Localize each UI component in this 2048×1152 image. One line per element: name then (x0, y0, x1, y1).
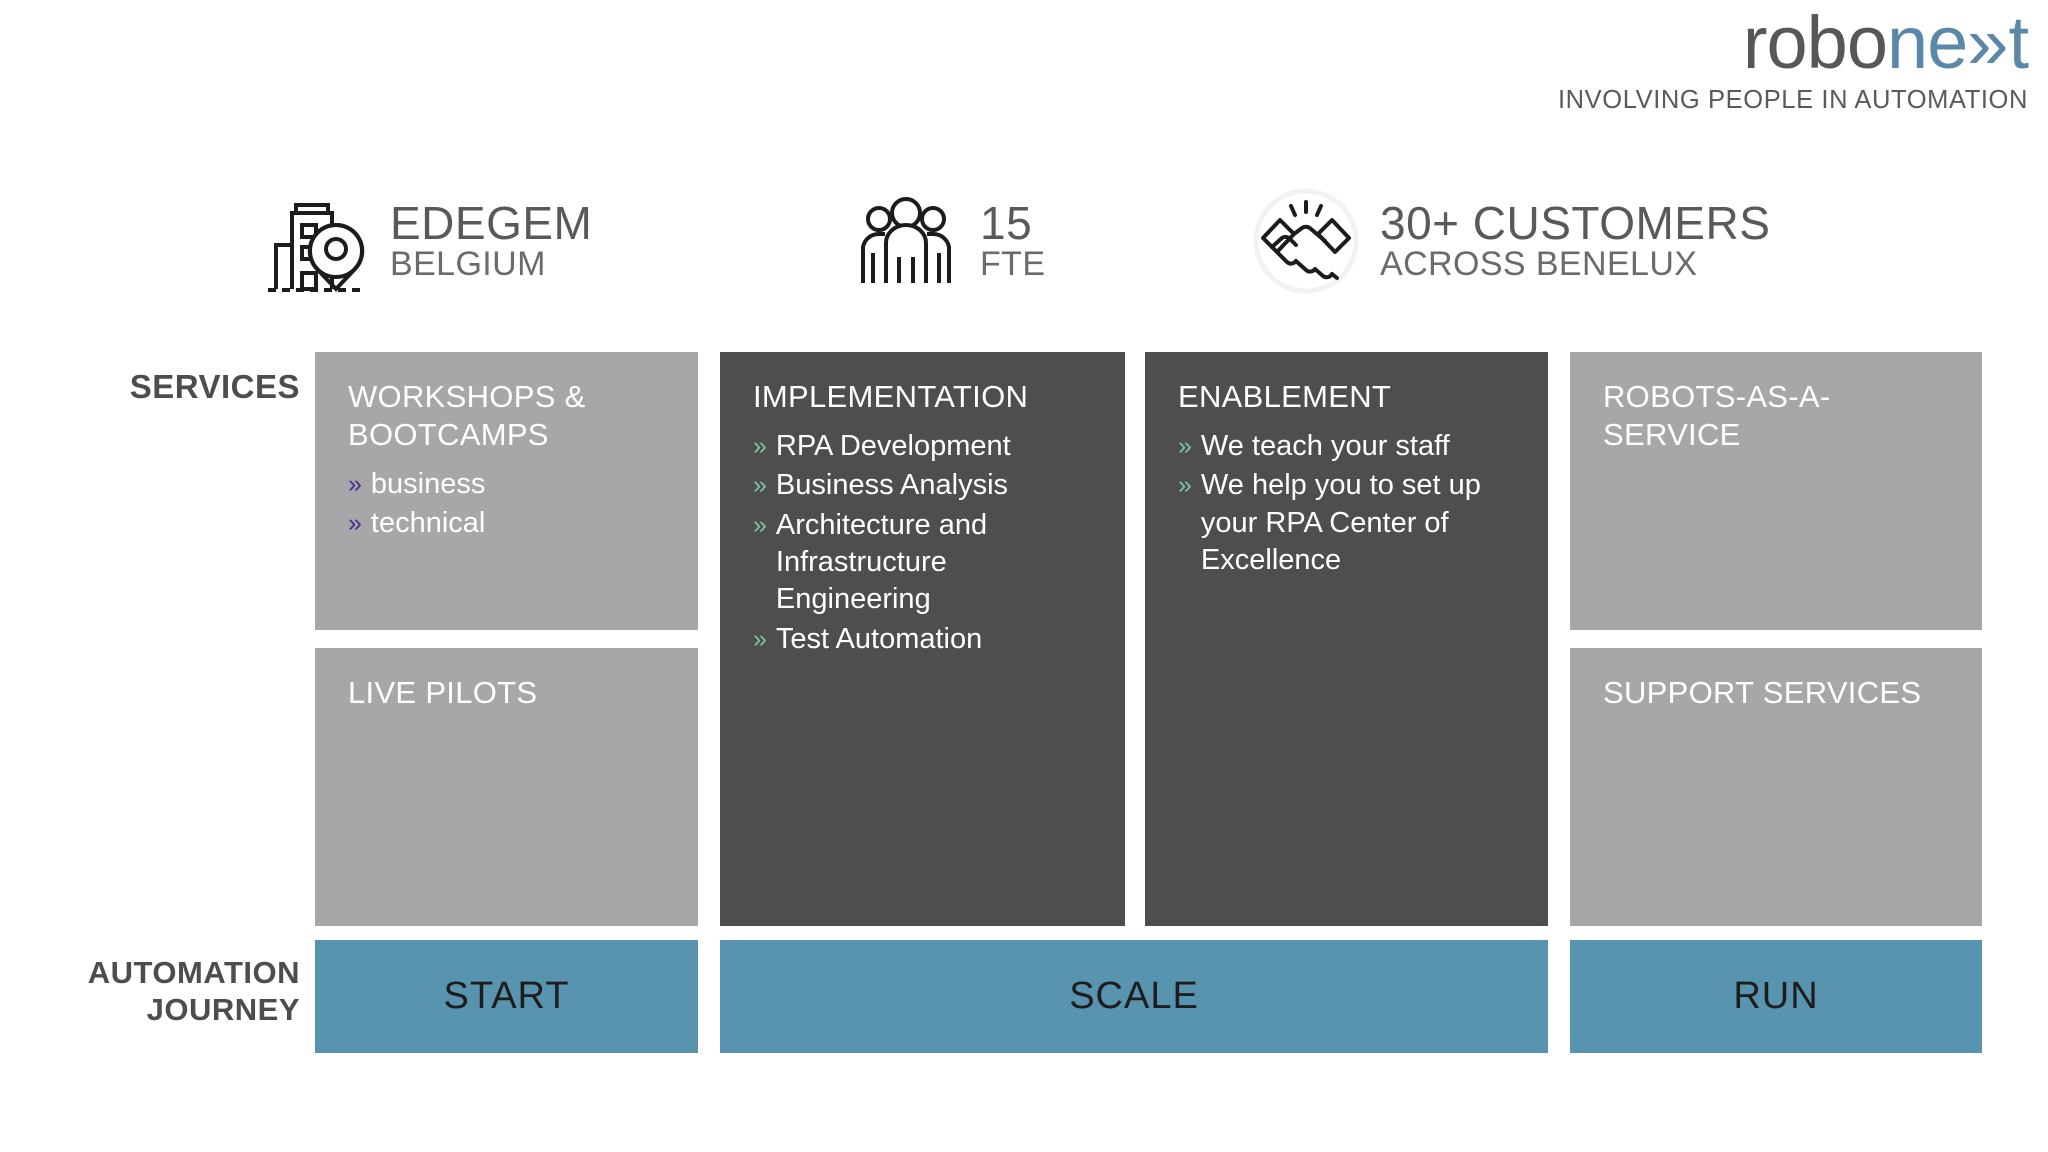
chevron-bullet-icon: » (1178, 471, 1192, 500)
stat-fte: 15 FTE (850, 185, 1045, 297)
chevron-bullet-icon: » (1178, 431, 1192, 460)
chevron-bullet-icon: » (753, 624, 767, 653)
card-title: WORKSHOPS & BOOTCAMPS (348, 379, 586, 452)
logo-chevron-icon: » (1967, 1, 2008, 84)
journey-stage-start[interactable]: START (315, 940, 698, 1053)
services-row-label: SERVICES (129, 368, 300, 405)
stat-fte-primary: 15 (980, 197, 1033, 250)
list-item-label: business (370, 467, 486, 500)
list-item: » Business Analysis (753, 467, 1099, 504)
stat-customers-text: 30+ CUSTOMERS ACROSS BENELUX (1380, 200, 1770, 282)
automation-journey-row-label: AUTOMATION JOURNEY (0, 955, 300, 1028)
chevron-bullet-icon: » (753, 431, 767, 460)
stats-row: EDEGEM BELGIUM 15 FTE (240, 185, 1988, 315)
list-item-label: We teach your staff (1200, 429, 1450, 462)
list-item: » technical (348, 505, 672, 542)
stat-fte-secondary: FTE (980, 245, 1046, 284)
stat-location-text: EDEGEM BELGIUM (390, 200, 592, 282)
journey-label-line-1: AUTOMATION (87, 955, 300, 990)
list-item-label: Architecture and Infrastructure Engineer… (775, 508, 988, 616)
card-title: ENABLEMENT (1178, 379, 1392, 414)
card-robots-as-a-service[interactable]: ROBOTS-AS-A-SERVICE (1570, 352, 1982, 630)
journey-stage-run[interactable]: RUN (1570, 940, 1982, 1053)
list-item-label: RPA Development (775, 429, 1011, 462)
stat-customers-primary: 30+ CUSTOMERS (1380, 197, 1771, 250)
logo-wordmark: robone»t (1558, 6, 2029, 80)
card-support-services[interactable]: SUPPORT SERVICES (1570, 648, 1982, 926)
list-item: » We teach your staff (1178, 428, 1522, 465)
journey-stage-scale[interactable]: SCALE (720, 940, 1548, 1053)
stat-customers-secondary: ACROSS BENELUX (1380, 245, 1698, 284)
list-item: » Architecture and Infrastructure Engine… (753, 507, 1099, 619)
chevron-bullet-icon: » (753, 510, 767, 539)
journey-label-line-2: JOURNEY (146, 991, 300, 1027)
stat-location-secondary: BELGIUM (390, 245, 546, 284)
list-item-label: technical (370, 507, 486, 540)
list-item: » business (348, 466, 672, 503)
list-item-label: We help you to set up your RPA Center of… (1200, 469, 1481, 577)
card-title: ROBOTS-AS-A-SERVICE (1603, 379, 1831, 452)
card-title: LIVE PILOTS (348, 675, 538, 710)
stat-location-primary: EDEGEM (390, 197, 593, 250)
stat-fte-text: 15 FTE (980, 200, 1045, 282)
logo-text-ne: ne (1886, 1, 1968, 84)
brand-logo: robone»t INVOLVING PEOPLE IN AUTOMATION (1557, 6, 2029, 114)
list-item: » RPA Development (753, 428, 1099, 465)
card-bullet-list: » We teach your staff » We help you to s… (1178, 428, 1522, 580)
chevron-bullet-icon: » (348, 469, 362, 498)
logo-tagline: INVOLVING PEOPLE IN AUTOMATION (1557, 86, 2028, 114)
chevron-bullet-icon: » (753, 471, 767, 500)
stat-location: EDEGEM BELGIUM (260, 185, 592, 297)
stat-customers: 30+ CUSTOMERS ACROSS BENELUX (1250, 185, 1770, 297)
card-workshops-bootcamps[interactable]: WORKSHOPS & BOOTCAMPS » business » techn… (315, 352, 698, 630)
chevron-bullet-icon: » (348, 509, 362, 538)
list-item-label: Business Analysis (775, 469, 1009, 502)
logo-text-robo: robo (1742, 1, 1888, 84)
card-implementation[interactable]: IMPLEMENTATION » RPA Development » Busin… (720, 352, 1125, 926)
card-live-pilots[interactable]: LIVE PILOTS (315, 648, 698, 926)
list-item: » We help you to set up your RPA Center … (1178, 467, 1522, 579)
office-building-location-pin-icon (260, 185, 372, 297)
card-bullet-list: » RPA Development » Business Analysis » … (753, 428, 1099, 658)
card-title: SUPPORT SERVICES (1603, 675, 1922, 710)
card-bullet-list: » business » technical (348, 466, 672, 543)
list-item-label: Test Automation (775, 622, 983, 655)
card-enablement[interactable]: ENABLEMENT » We teach your staff » We he… (1145, 352, 1548, 926)
logo-text-t: t (2008, 1, 2029, 84)
list-item: » Test Automation (753, 621, 1099, 658)
card-title: IMPLEMENTATION (753, 379, 1029, 414)
handshake-icon (1250, 185, 1362, 297)
three-people-icon (850, 185, 962, 297)
